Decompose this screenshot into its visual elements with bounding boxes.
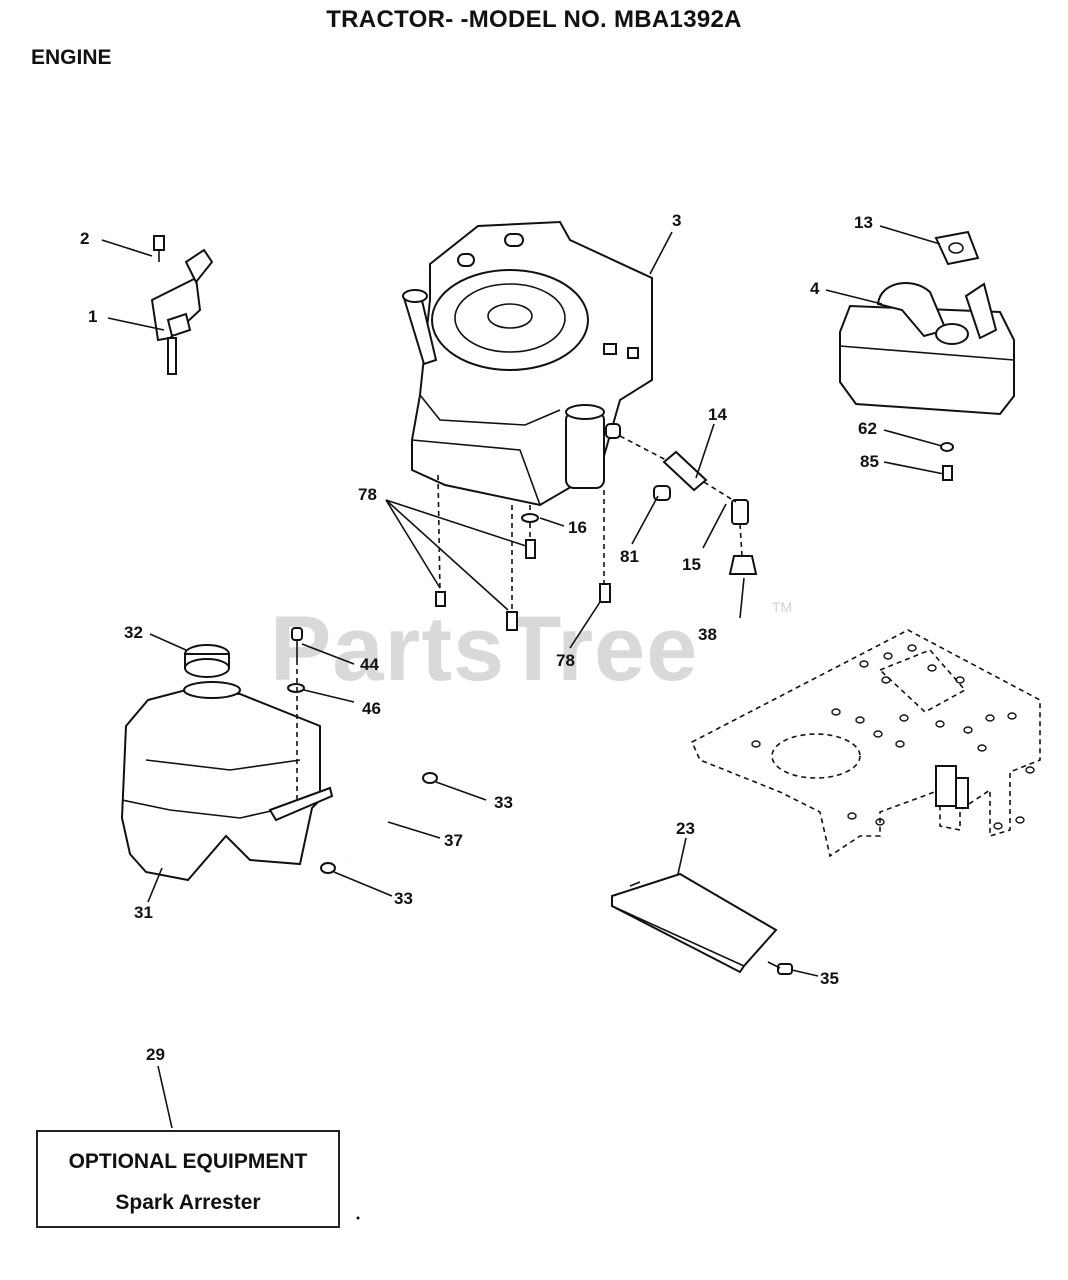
callout-23: 23 [676, 819, 695, 838]
engine-part [402, 220, 653, 507]
callout-78-left: 78 [358, 485, 377, 504]
optional-equipment-item: Spark Arrester [115, 1191, 261, 1214]
exhaust-pipe-part [619, 435, 758, 575]
watermark-text: PartsTree [270, 598, 698, 700]
callout-33-upper: 33 [494, 793, 513, 812]
optional-equipment-box: OPTIONAL EQUIPMENT Spark Arrester [36, 1130, 340, 1228]
callout-35: 35 [820, 969, 839, 988]
callout-62: 62 [858, 419, 877, 438]
callout-29: 29 [146, 1045, 165, 1064]
diagram-title: TRACTOR- -MODEL NO. MBA1392A [326, 6, 742, 33]
fuel-tank-part [120, 627, 334, 882]
optional-equipment-heading: OPTIONAL EQUIPMENT [68, 1150, 308, 1173]
section-label: ENGINE [31, 46, 112, 69]
throttle-control-part [150, 235, 214, 375]
callout-46: 46 [362, 699, 381, 718]
callout-3: 3 [672, 211, 681, 230]
callout-1: 1 [88, 307, 97, 326]
speck-mark [356, 1216, 360, 1220]
mounting-bolts-part [435, 474, 611, 631]
callout-32: 32 [124, 623, 143, 642]
callout-2: 2 [80, 229, 89, 248]
callout-16: 16 [568, 518, 587, 537]
tractor-frame-part [690, 629, 1041, 858]
callout-78-right: 78 [556, 651, 575, 670]
muffler-part [839, 230, 1015, 481]
fuel-line-part [320, 772, 438, 874]
callout-37: 37 [444, 831, 463, 850]
callout-81: 81 [620, 547, 639, 566]
callout-15: 15 [682, 555, 701, 574]
leader-lines [101, 225, 945, 1129]
watermark-trademark: TM [772, 599, 792, 615]
callout-33-lower: 33 [394, 889, 413, 908]
callout-13: 13 [854, 213, 873, 232]
callout-85: 85 [860, 452, 879, 471]
callout-38: 38 [698, 625, 717, 644]
callout-14: 14 [708, 405, 727, 424]
callout-44: 44 [360, 655, 379, 674]
callout-31: 31 [134, 903, 153, 922]
callout-4: 4 [810, 279, 820, 298]
heat-shield-part [611, 872, 793, 975]
